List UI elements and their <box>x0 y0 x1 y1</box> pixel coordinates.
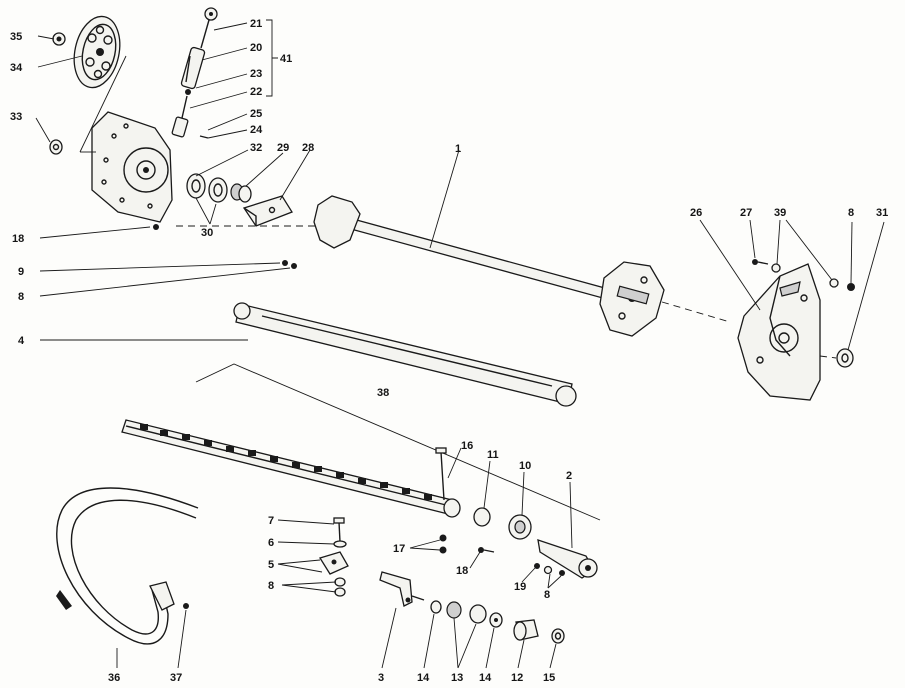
callout-labels: 21 20 23 22 41 25 24 35 34 33 32 29 28 3… <box>10 18 888 684</box>
bolt-27 <box>752 259 769 265</box>
callout-19: 19 <box>514 581 526 593</box>
nuts-17 <box>439 534 447 554</box>
callout-33: 33 <box>10 111 22 123</box>
nuts-8-left <box>334 577 346 597</box>
callout-25: 25 <box>250 108 262 120</box>
callout-8: 8 <box>18 291 24 303</box>
callout-35: 35 <box>10 31 22 43</box>
crank-3 <box>379 571 425 607</box>
callout-8-right: 8 <box>848 207 854 219</box>
callout-11: 11 <box>487 449 499 461</box>
coupling-29 <box>230 183 252 203</box>
ring-15 <box>551 628 565 644</box>
callout-14a: 14 <box>417 672 430 684</box>
callout-37: 37 <box>170 672 182 684</box>
washer-35 <box>52 32 66 46</box>
callout-39: 39 <box>774 207 786 219</box>
callout-9: 9 <box>18 266 24 278</box>
callout-20: 20 <box>250 42 262 54</box>
belt-36 <box>56 487 199 645</box>
callout-4: 4 <box>18 335 25 347</box>
stud-7 <box>333 517 347 548</box>
callout-26: 26 <box>690 207 702 219</box>
callout-38: 38 <box>377 387 389 399</box>
callout-6: 6 <box>268 537 274 549</box>
callout-36: 36 <box>108 672 120 684</box>
callout-16: 16 <box>461 440 473 452</box>
bolt-16 <box>435 447 447 501</box>
shaft-1 <box>176 195 731 337</box>
lever-5 <box>318 551 349 575</box>
bracket-28 <box>242 195 293 227</box>
callout-31: 31 <box>876 207 888 219</box>
callout-1: 1 <box>455 143 461 155</box>
gearbox-housing <box>79 55 173 223</box>
callout-8-lower-left: 8 <box>268 580 274 592</box>
coupling-30 <box>186 173 228 203</box>
callout-5: 5 <box>268 559 274 571</box>
callout-34: 34 <box>10 62 23 74</box>
tube-4 <box>233 302 577 407</box>
bushing-31 <box>819 348 854 368</box>
nut-8-right <box>847 283 855 291</box>
side-plate-26 <box>737 263 821 401</box>
turnbuckle-41 <box>171 7 218 139</box>
callout-15: 15 <box>543 672 555 684</box>
callout-29: 29 <box>277 142 289 154</box>
callout-10: 10 <box>519 460 531 472</box>
bushing-12 <box>513 619 539 641</box>
screw-37 <box>183 603 189 609</box>
callout-7: 7 <box>268 515 274 527</box>
bolt-18-lower <box>478 547 495 553</box>
washers-39 <box>771 263 839 288</box>
leader-lines <box>35 19 885 669</box>
small-parts-8-9-18 <box>153 224 297 269</box>
callout-8-lower-right: 8 <box>544 589 550 601</box>
roller-11 <box>473 507 491 527</box>
pulley-34 <box>73 15 121 89</box>
callout-21: 21 <box>250 18 262 30</box>
callout-41: 41 <box>280 53 292 65</box>
callout-32: 32 <box>250 142 262 154</box>
callout-30: 30 <box>201 227 213 239</box>
callout-14b: 14 <box>479 672 492 684</box>
washer-33 <box>49 139 63 155</box>
callout-17: 17 <box>393 543 405 555</box>
washer-14a <box>430 600 442 614</box>
parts-19-8 <box>534 563 565 576</box>
bearings-13 <box>446 601 487 624</box>
callout-12: 12 <box>511 672 523 684</box>
knife-bar-38 <box>121 363 601 521</box>
callout-3: 3 <box>378 672 384 684</box>
callout-13: 13 <box>451 672 463 684</box>
callout-27: 27 <box>740 207 752 219</box>
washer-14b <box>489 612 503 628</box>
crank-2 <box>537 539 598 579</box>
callout-2: 2 <box>566 470 572 482</box>
callout-22: 22 <box>250 86 262 98</box>
callout-28: 28 <box>302 142 314 154</box>
bearing-10 <box>508 514 532 540</box>
callout-23: 23 <box>250 68 262 80</box>
callout-18: 18 <box>12 233 24 245</box>
callout-24: 24 <box>250 124 263 136</box>
callout-18-lower: 18 <box>456 565 468 577</box>
